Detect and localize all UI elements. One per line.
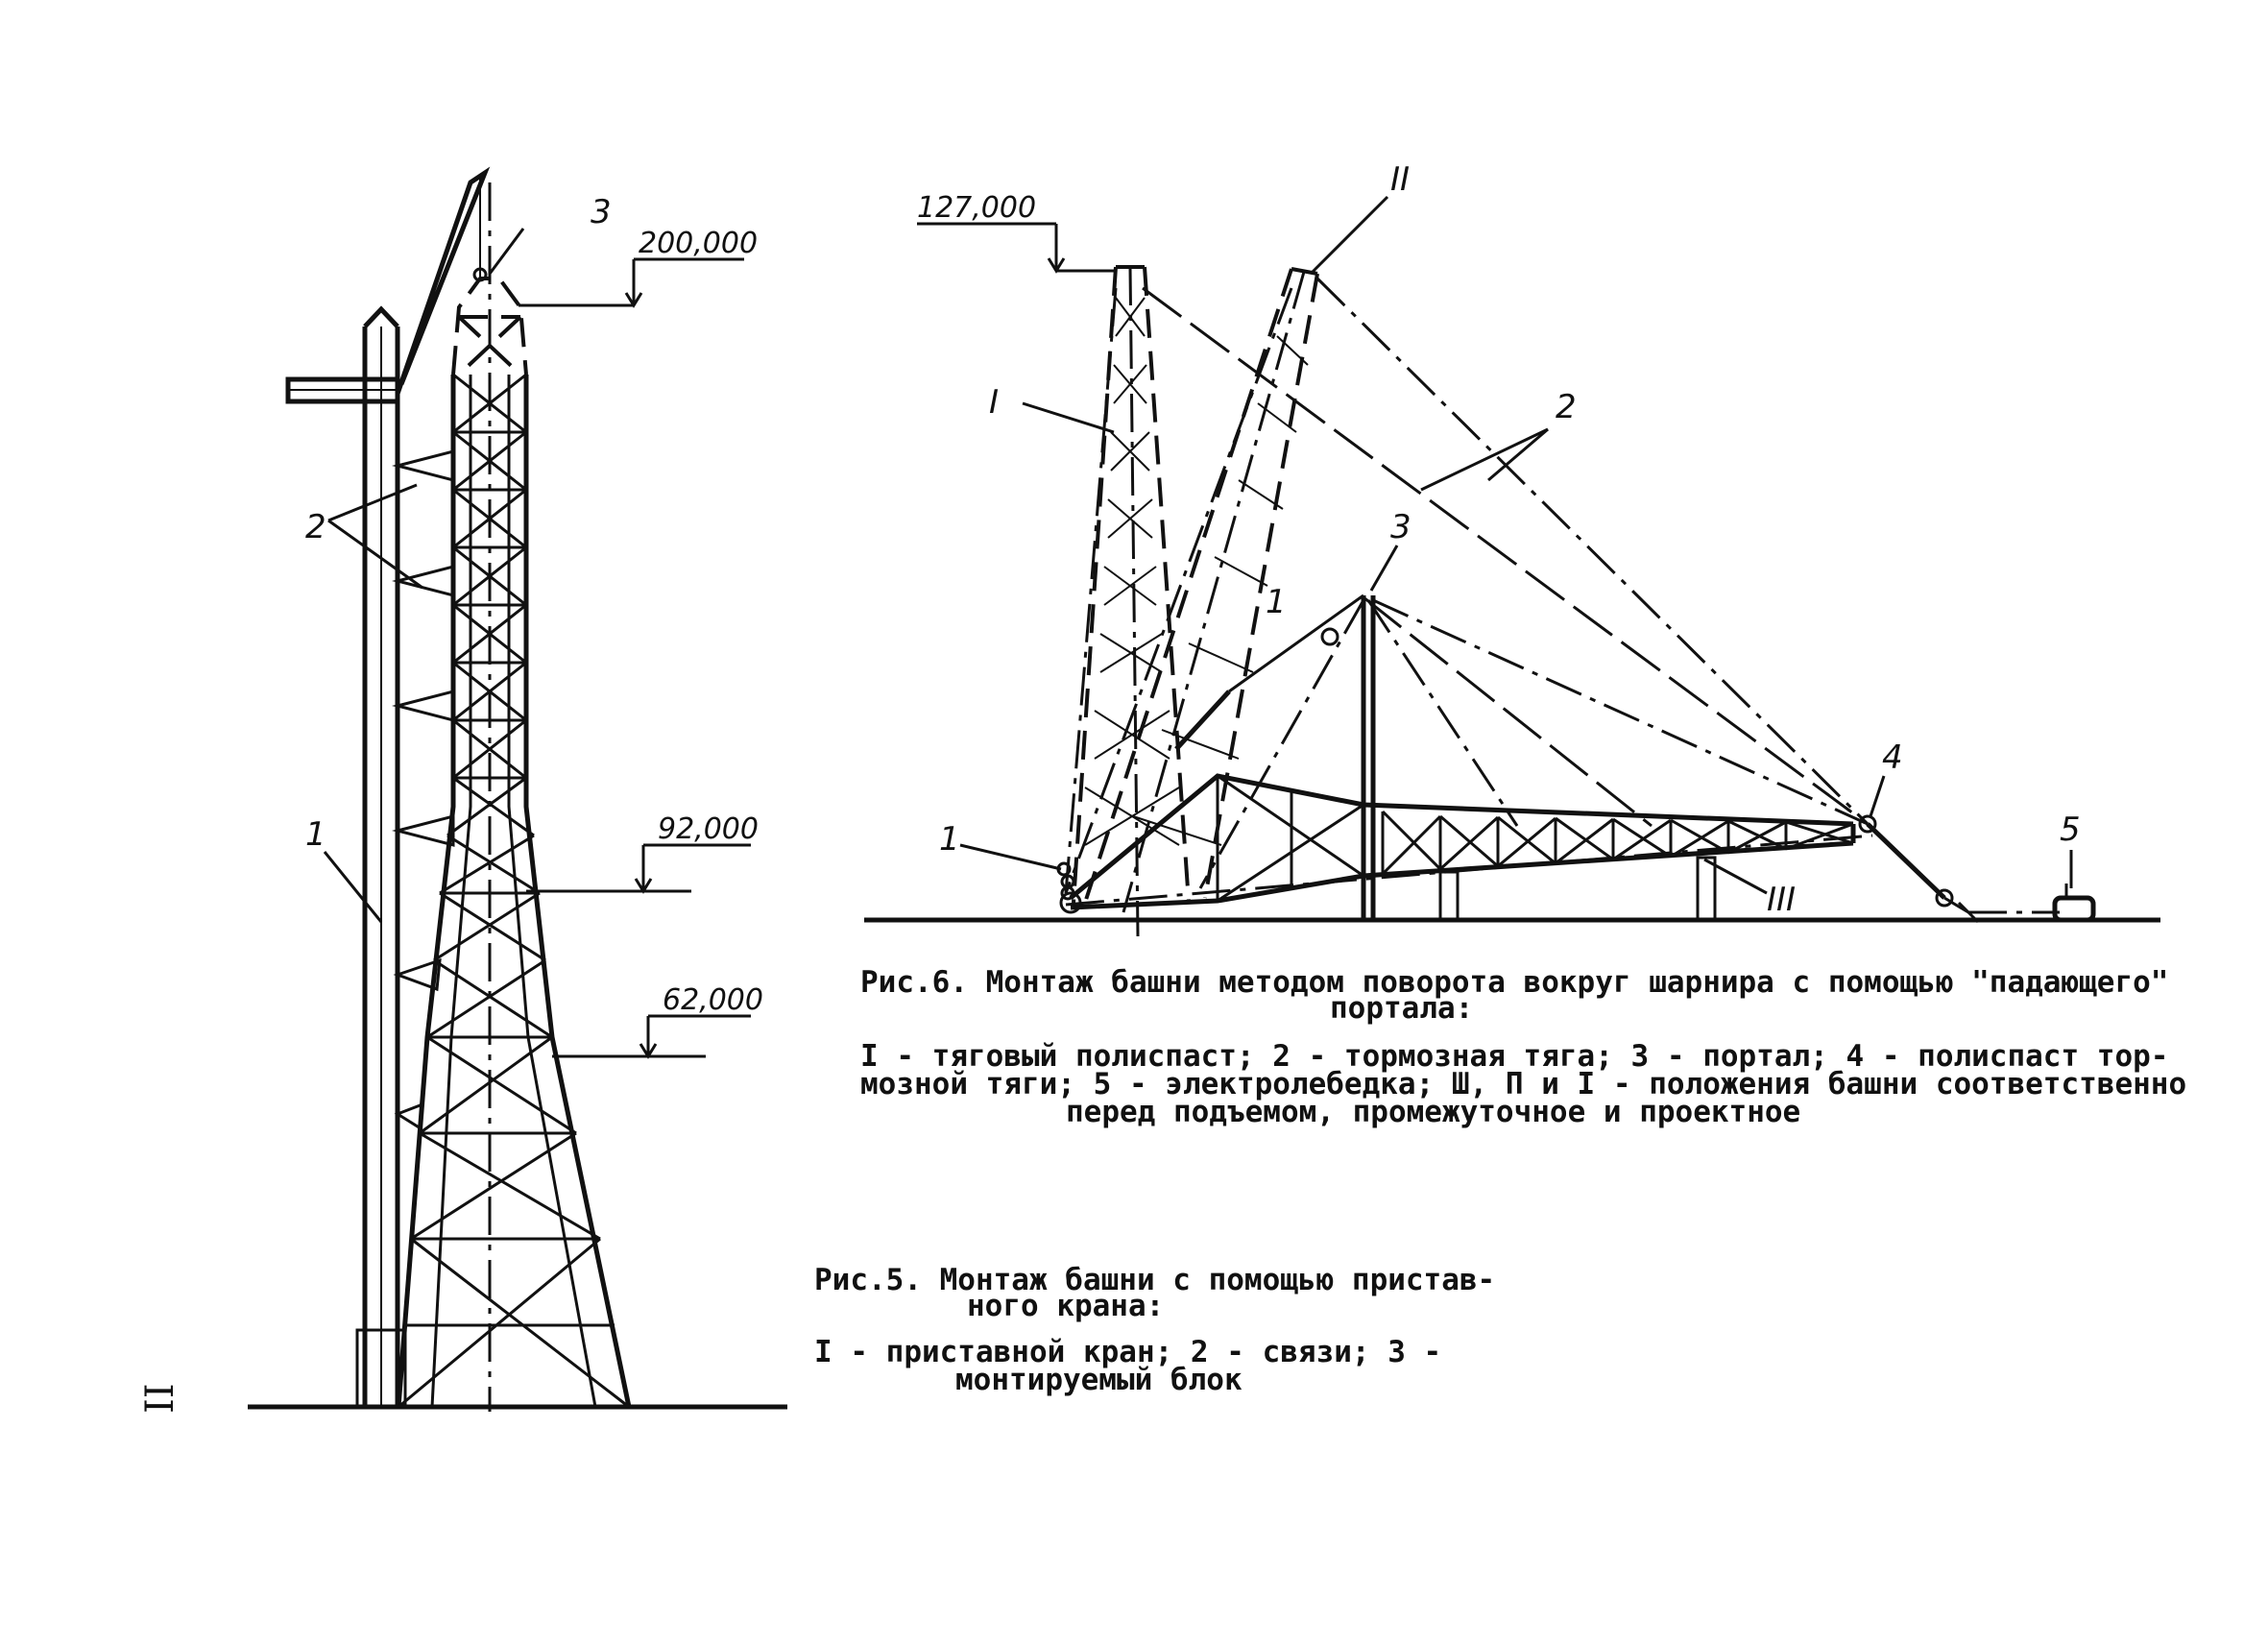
fig6-legend-line1: I - тяговый полиспаст; 2 - тормозная тяг…	[860, 1039, 2168, 1074]
mounted-block	[451, 277, 528, 376]
tower-position-II	[1083, 267, 1319, 913]
callout-block-3: 3	[591, 193, 612, 231]
callout-brake-rod-2: 2	[1556, 388, 1577, 426]
callout-hoist-1: 1	[939, 820, 960, 859]
fig5-tower	[392, 182, 632, 1412]
fig5-caption-line1: Рис.5. Монтаж башни с помощью пристав-	[814, 1263, 1495, 1297]
fig6-caption-line2: портала:	[1330, 991, 1473, 1026]
crane-ties	[392, 449, 455, 1131]
callout-winch-5: 5	[2060, 811, 2081, 849]
fig6-caption: Рис.6. Монтаж башни методом поворота вок…	[860, 965, 2186, 1129]
brake-tackle	[1858, 814, 2060, 924]
elevation-62: 62,000	[552, 983, 763, 1059]
callout-crane-1: 1	[305, 815, 326, 854]
portal	[1174, 593, 1376, 920]
elevation-label-127: 127,000	[917, 191, 1036, 225]
callout-position-I: I	[989, 383, 999, 422]
callout-brake-tackle-4: 4	[1882, 738, 1903, 777]
elevation-label-200: 200,000	[639, 227, 758, 260]
brake-rods	[1064, 277, 1870, 894]
callout-hoist-1b: 1	[1266, 583, 1287, 621]
callout-position-III: III	[1767, 881, 1796, 919]
fig6-caption-line1: Рис.6. Монтаж башни методом поворота вок…	[860, 965, 2168, 1000]
fig6-legend-line2: мозной тяги; 5 - электролебедка; Ш, П и …	[860, 1067, 2186, 1101]
elevation-127: 127,000	[917, 191, 1114, 274]
tower-position-III	[1065, 773, 1873, 922]
elevation-label-92: 92,000	[658, 812, 759, 846]
fig6-drawing: 127,000 I II III 2 3 1 1 4 5	[864, 160, 2160, 937]
tower-bracing	[398, 373, 630, 1409]
callout-portal-3: 3	[1390, 508, 1411, 546]
page-number: II	[138, 1383, 182, 1414]
callout-ties-2: 2	[305, 508, 326, 546]
fig5-caption: Рис.5. Монтаж башни с помощью пристав- н…	[814, 1263, 1495, 1397]
fig5-caption-line2: ного крана:	[967, 1289, 1164, 1323]
elevation-92: 92,000	[526, 812, 759, 894]
electric-winch	[2052, 884, 2096, 923]
fig6-legend-line3: перед подъемом, промежуточное и проектно…	[1066, 1095, 1800, 1129]
fig5-legend-line1: I - приставной кран; 2 - связи; 3 -	[814, 1335, 1441, 1369]
fig5-legend-line2: монтируемый блок	[955, 1363, 1243, 1397]
fig5-drawing: 200,000 92,000 62,000 3 2 1 II	[138, 166, 787, 1414]
callout-position-II: II	[1390, 160, 1410, 199]
elevation-200: 200,000	[519, 227, 758, 308]
tower-position-I	[1072, 265, 1191, 937]
elevation-label-62: 62,000	[663, 983, 763, 1017]
